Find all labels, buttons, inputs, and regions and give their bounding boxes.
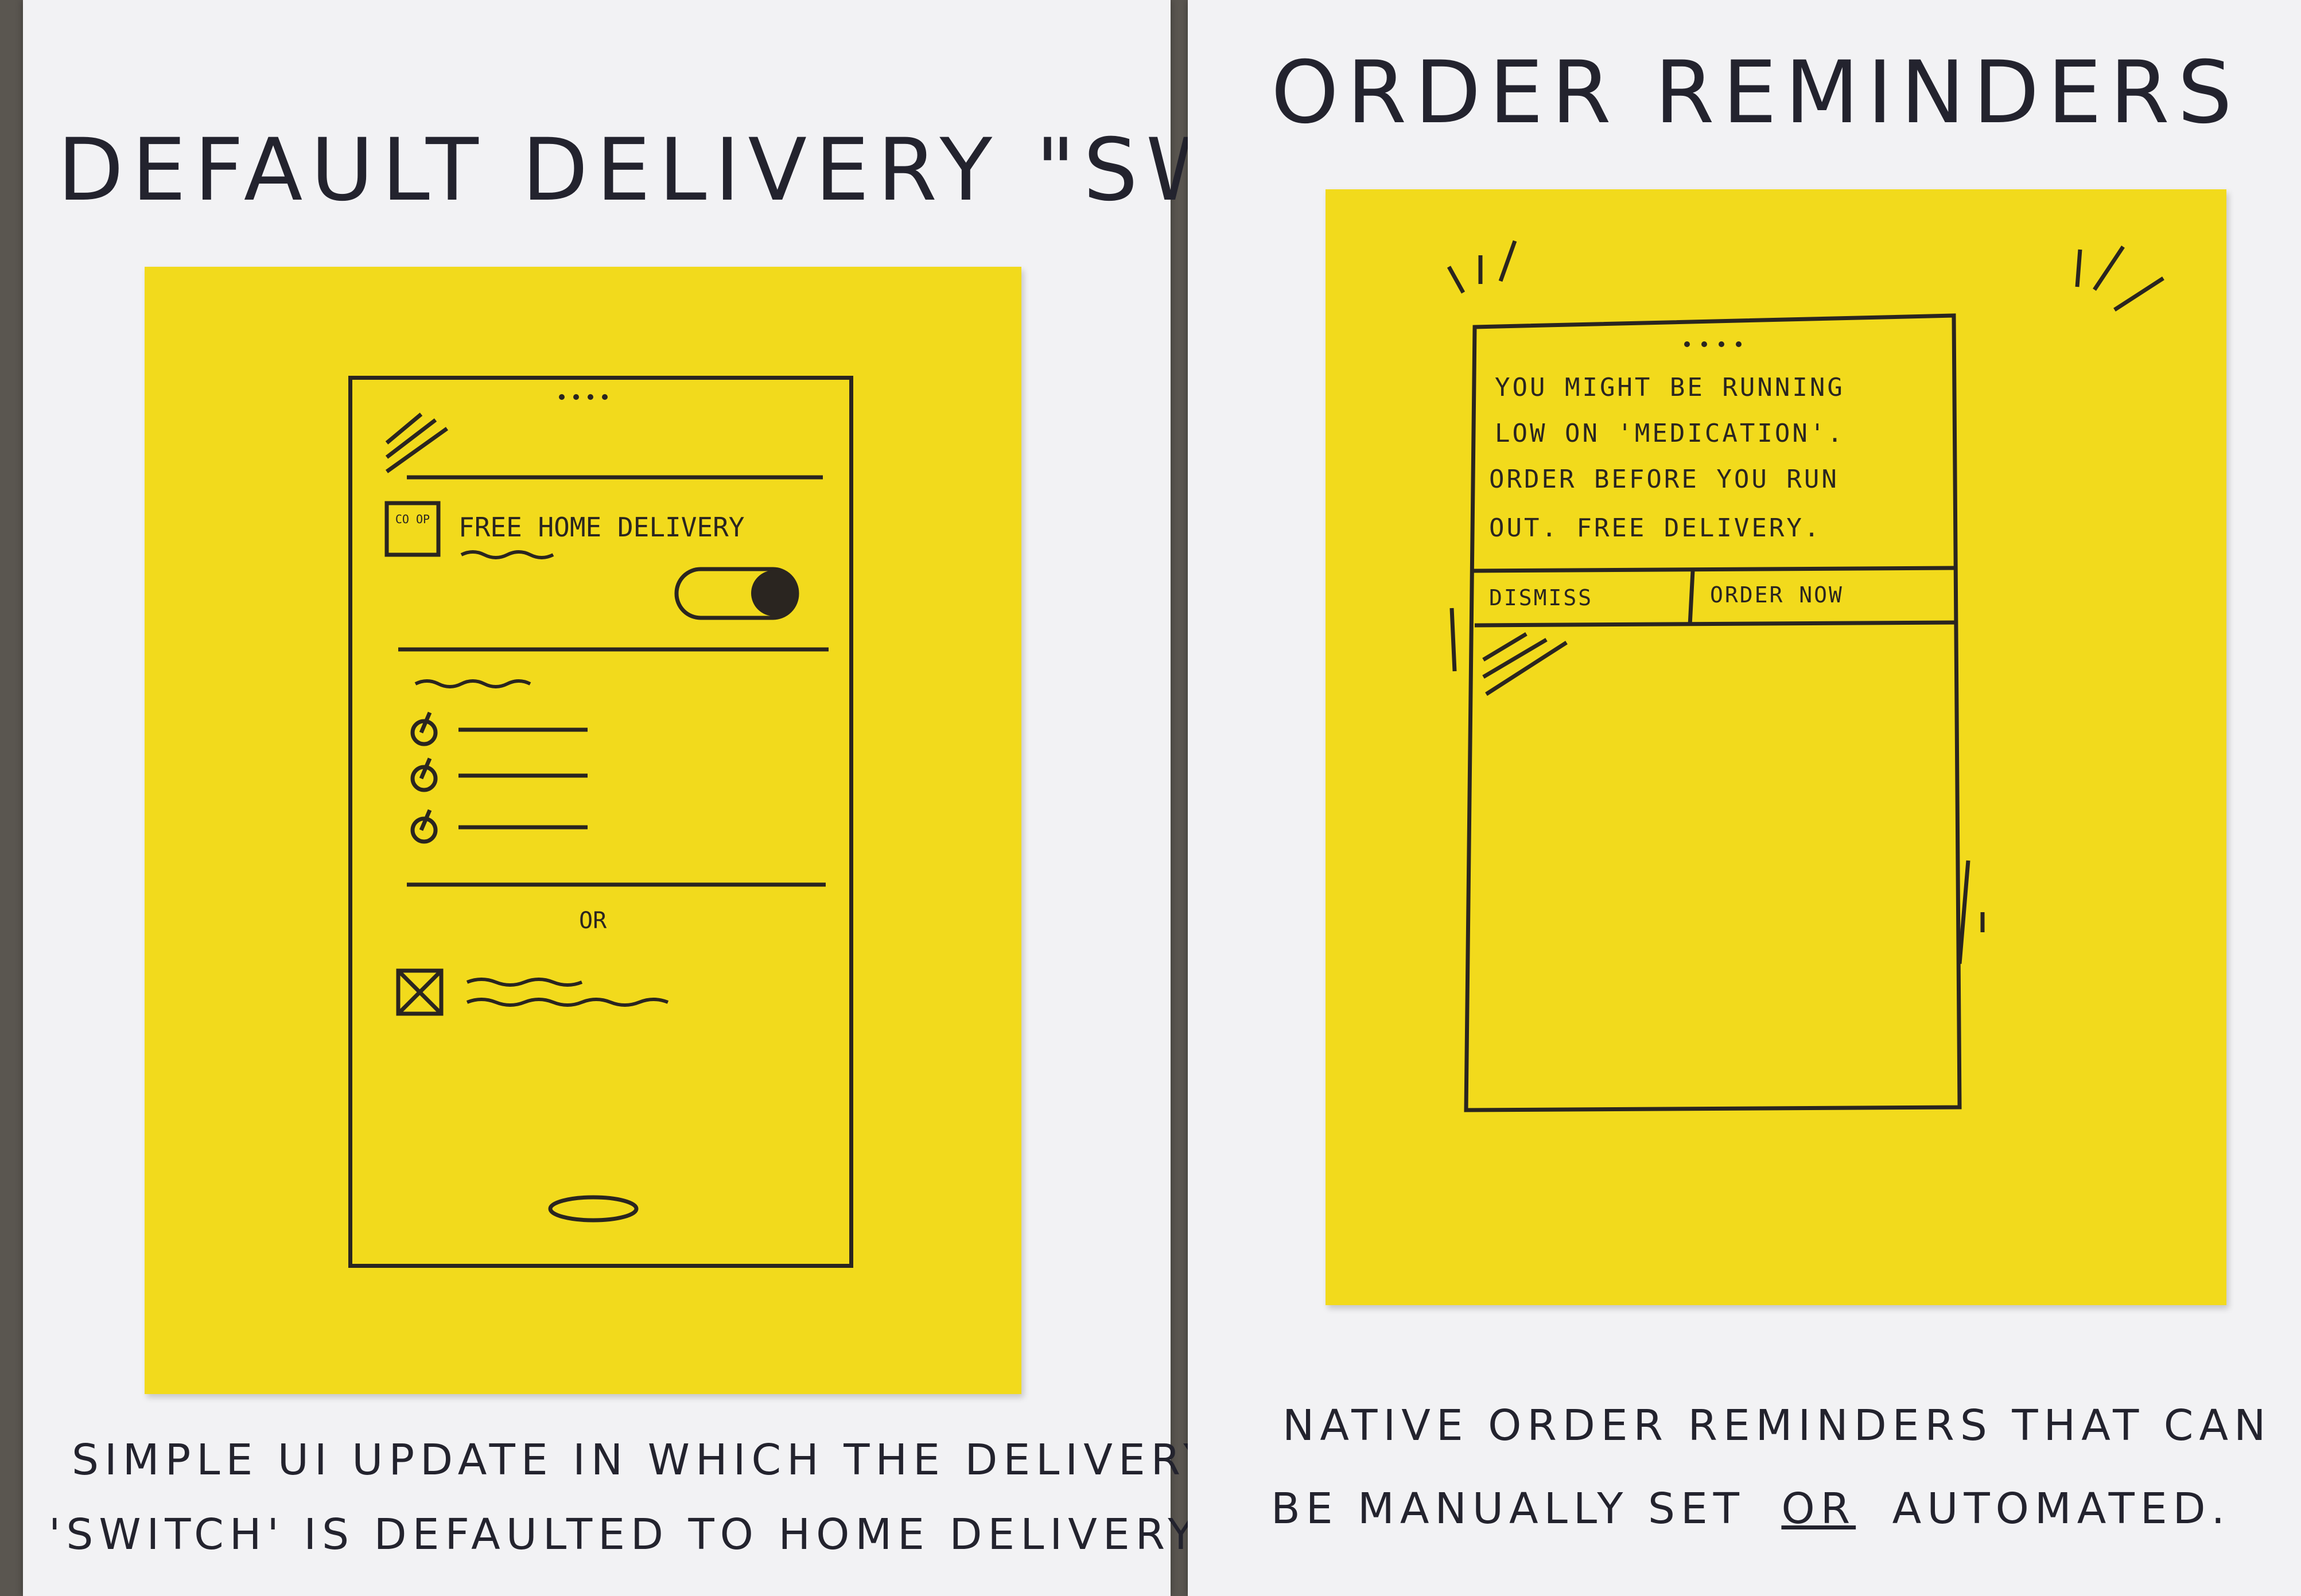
right-caption-line1: Native order reminders that can	[1282, 1401, 2272, 1450]
alert-burst-lines	[1447, 240, 2164, 1112]
speaker-dots-icon	[1684, 341, 1742, 347]
right-caption-or: or	[1781, 1484, 1856, 1533]
order-now-button[interactable]: Order now	[1710, 582, 1844, 608]
right-caption-line2-start: be manually set	[1271, 1484, 1745, 1533]
phone-sketch: CO OP Free home delivery or	[348, 376, 853, 1268]
notification-line3: Order before you run	[1489, 465, 1839, 494]
free-home-delivery-label: Free home delivery	[458, 512, 745, 543]
right-caption-line2: be manually set or automated.	[1271, 1469, 2230, 1549]
right-board-title: Order Reminders	[1271, 43, 2241, 143]
right-caption-line2-end: automated.	[1892, 1484, 2231, 1533]
right-sticky-note: You might be running low on 'medication'…	[1326, 189, 2226, 1305]
toggle-switch-icon	[674, 567, 799, 620]
notification-line1: You might be running	[1495, 373, 1845, 402]
left-caption-line1: Simple UI update in which the delivery	[72, 1435, 1215, 1485]
notification-line4: out. Free delivery.	[1489, 513, 1822, 543]
right-board: Order Reminders	[1188, 0, 2301, 1596]
checkmark-icon	[410, 809, 438, 844]
hamburger-icon	[385, 412, 449, 473]
left-sticky-note: CO OP Free home delivery or	[145, 267, 1021, 1394]
coop-logo-icon	[384, 501, 441, 557]
coop-logo-text: CO OP	[395, 512, 430, 526]
home-button-icon	[548, 1195, 639, 1223]
checkmark-icon	[410, 711, 438, 746]
dismiss-button[interactable]: Dismiss	[1489, 585, 1593, 610]
left-caption-line2: 'switch' is defaulted to home delivery.	[49, 1510, 1211, 1559]
left-board: Default delivery "switch"	[23, 0, 1509, 1596]
checkmark-icon	[410, 757, 438, 792]
speaker-dots-icon	[559, 394, 608, 400]
or-divider-text: or	[579, 908, 607, 934]
notification-line2: low on 'medication'.	[1495, 419, 1845, 448]
checkbox-crossed-icon	[396, 968, 444, 1016]
phone-sketch-drawing	[384, 394, 829, 1223]
